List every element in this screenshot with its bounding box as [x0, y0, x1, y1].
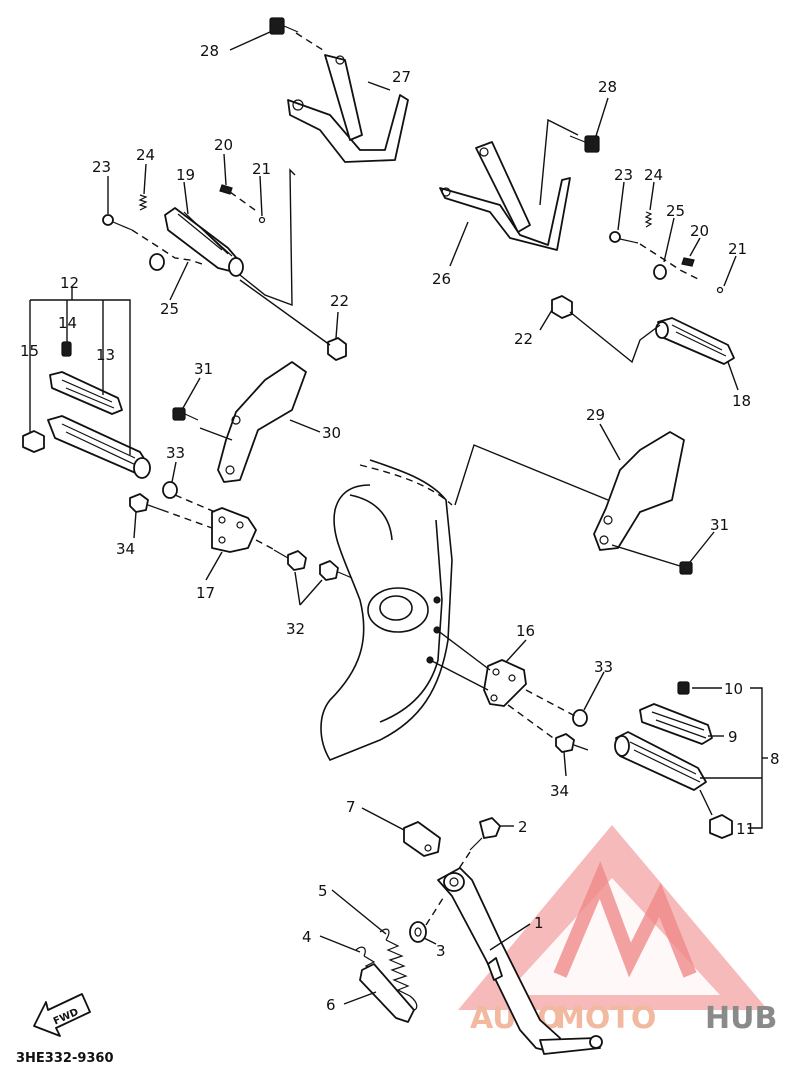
screw-23-right — [609, 231, 639, 244]
callout-34b: 34 — [550, 782, 569, 800]
callout-20b: 20 — [690, 222, 709, 240]
spring-24-left — [138, 194, 148, 211]
footrest-assembly-12 — [22, 341, 151, 479]
callout-25b: 25 — [666, 202, 685, 220]
callout-24b: 24 — [644, 166, 663, 184]
pin-20-left — [219, 184, 233, 195]
callout-32: 32 — [286, 620, 305, 638]
callout-12: 12 — [60, 274, 79, 292]
callout-8: 8 — [770, 750, 780, 768]
callout-2: 2 — [518, 818, 528, 836]
callout-30: 30 — [322, 424, 341, 442]
bolt-34-left — [129, 493, 163, 513]
diagram-code: 3HE332-9360 — [16, 1051, 114, 1066]
callout-34: 34 — [116, 540, 135, 558]
callout-26: 26 — [432, 270, 451, 288]
callout-1: 1 — [534, 914, 544, 932]
callout-10: 10 — [724, 680, 743, 698]
bolt-31-right — [679, 561, 693, 575]
side-stand-1 — [437, 867, 603, 1055]
nut-22-left — [327, 337, 347, 361]
callout-22b: 22 — [514, 330, 533, 348]
callout-31b: 31 — [710, 516, 729, 534]
callout-14: 14 — [58, 314, 77, 332]
clip-21-right — [716, 286, 724, 294]
footrest-19 — [164, 207, 244, 277]
fwd-arrow-icon: FWD — [33, 993, 91, 1037]
footrest-assembly-8 — [614, 681, 733, 839]
callout-28b: 28 — [598, 78, 617, 96]
washer-33-right — [572, 709, 588, 727]
callout-31: 31 — [194, 360, 213, 378]
watermark-text-hub: HUB — [705, 1001, 777, 1036]
clip-21-left — [258, 216, 266, 224]
callout-33: 33 — [166, 444, 185, 462]
pin-10 — [677, 681, 690, 695]
callout-3: 3 — [436, 942, 446, 960]
frame-outline — [320, 459, 453, 761]
plate-30 — [217, 361, 307, 483]
callout-25: 25 — [160, 300, 179, 318]
watermark-logo: AUTO MOTO HUB — [458, 825, 777, 1036]
callout-27: 27 — [392, 68, 411, 86]
bracket-26 — [439, 141, 571, 251]
leader-lines — [107, 31, 739, 1005]
bolt-28-top — [269, 17, 299, 35]
pin-14 — [61, 341, 72, 357]
bolt-2 — [469, 817, 501, 851]
spring-24-right — [644, 211, 653, 228]
callout-4: 4 — [302, 928, 312, 946]
bracket-7 — [403, 821, 441, 857]
nut-11 — [709, 814, 733, 839]
callout-23: 23 — [92, 158, 111, 176]
nut-15 — [22, 430, 45, 453]
callout-9: 9 — [728, 728, 738, 746]
plate-29 — [593, 431, 685, 551]
callouts: 28 27 28 23 24 20 21 19 25 22 26 23 24 2… — [20, 42, 780, 1014]
callout-23b: 23 — [614, 166, 633, 184]
callout-29: 29 — [586, 406, 605, 424]
callout-21b: 21 — [728, 240, 747, 258]
callout-33b: 33 — [594, 658, 613, 676]
bolt-28-right — [569, 135, 600, 153]
callout-11: 11 — [736, 820, 755, 838]
bolt-32b — [319, 560, 353, 581]
watermark-text-moto: MOTO — [555, 1001, 656, 1036]
bracket-16 — [483, 659, 527, 707]
bracket-17 — [211, 507, 257, 553]
callout-5: 5 — [318, 882, 328, 900]
callout-28: 28 — [200, 42, 219, 60]
washer-25-right — [653, 264, 667, 280]
callout-16: 16 — [516, 622, 535, 640]
nut-22-right — [551, 295, 573, 319]
washer-25-left — [149, 253, 165, 271]
callout-19: 19 — [176, 166, 195, 184]
callout-22: 22 — [330, 292, 349, 310]
pin-20-right — [681, 257, 695, 267]
bolt-32a — [273, 549, 307, 571]
screw-23-left — [102, 214, 133, 231]
bracket-27 — [287, 54, 409, 163]
bolt-31-left — [172, 407, 199, 421]
callout-15: 15 — [20, 342, 39, 360]
callout-21: 21 — [252, 160, 271, 178]
collar-3 — [409, 921, 427, 943]
bolt-34-right — [555, 733, 589, 753]
footrest-18 — [655, 317, 735, 365]
callout-6: 6 — [326, 996, 336, 1014]
callout-17: 17 — [196, 584, 215, 602]
callout-7: 7 — [346, 798, 356, 816]
callout-24: 24 — [136, 146, 155, 164]
callout-20: 20 — [214, 136, 233, 154]
plate-6 — [359, 963, 415, 1023]
callout-13: 13 — [96, 346, 115, 364]
washer-33-left — [162, 481, 178, 499]
callout-18: 18 — [732, 392, 751, 410]
